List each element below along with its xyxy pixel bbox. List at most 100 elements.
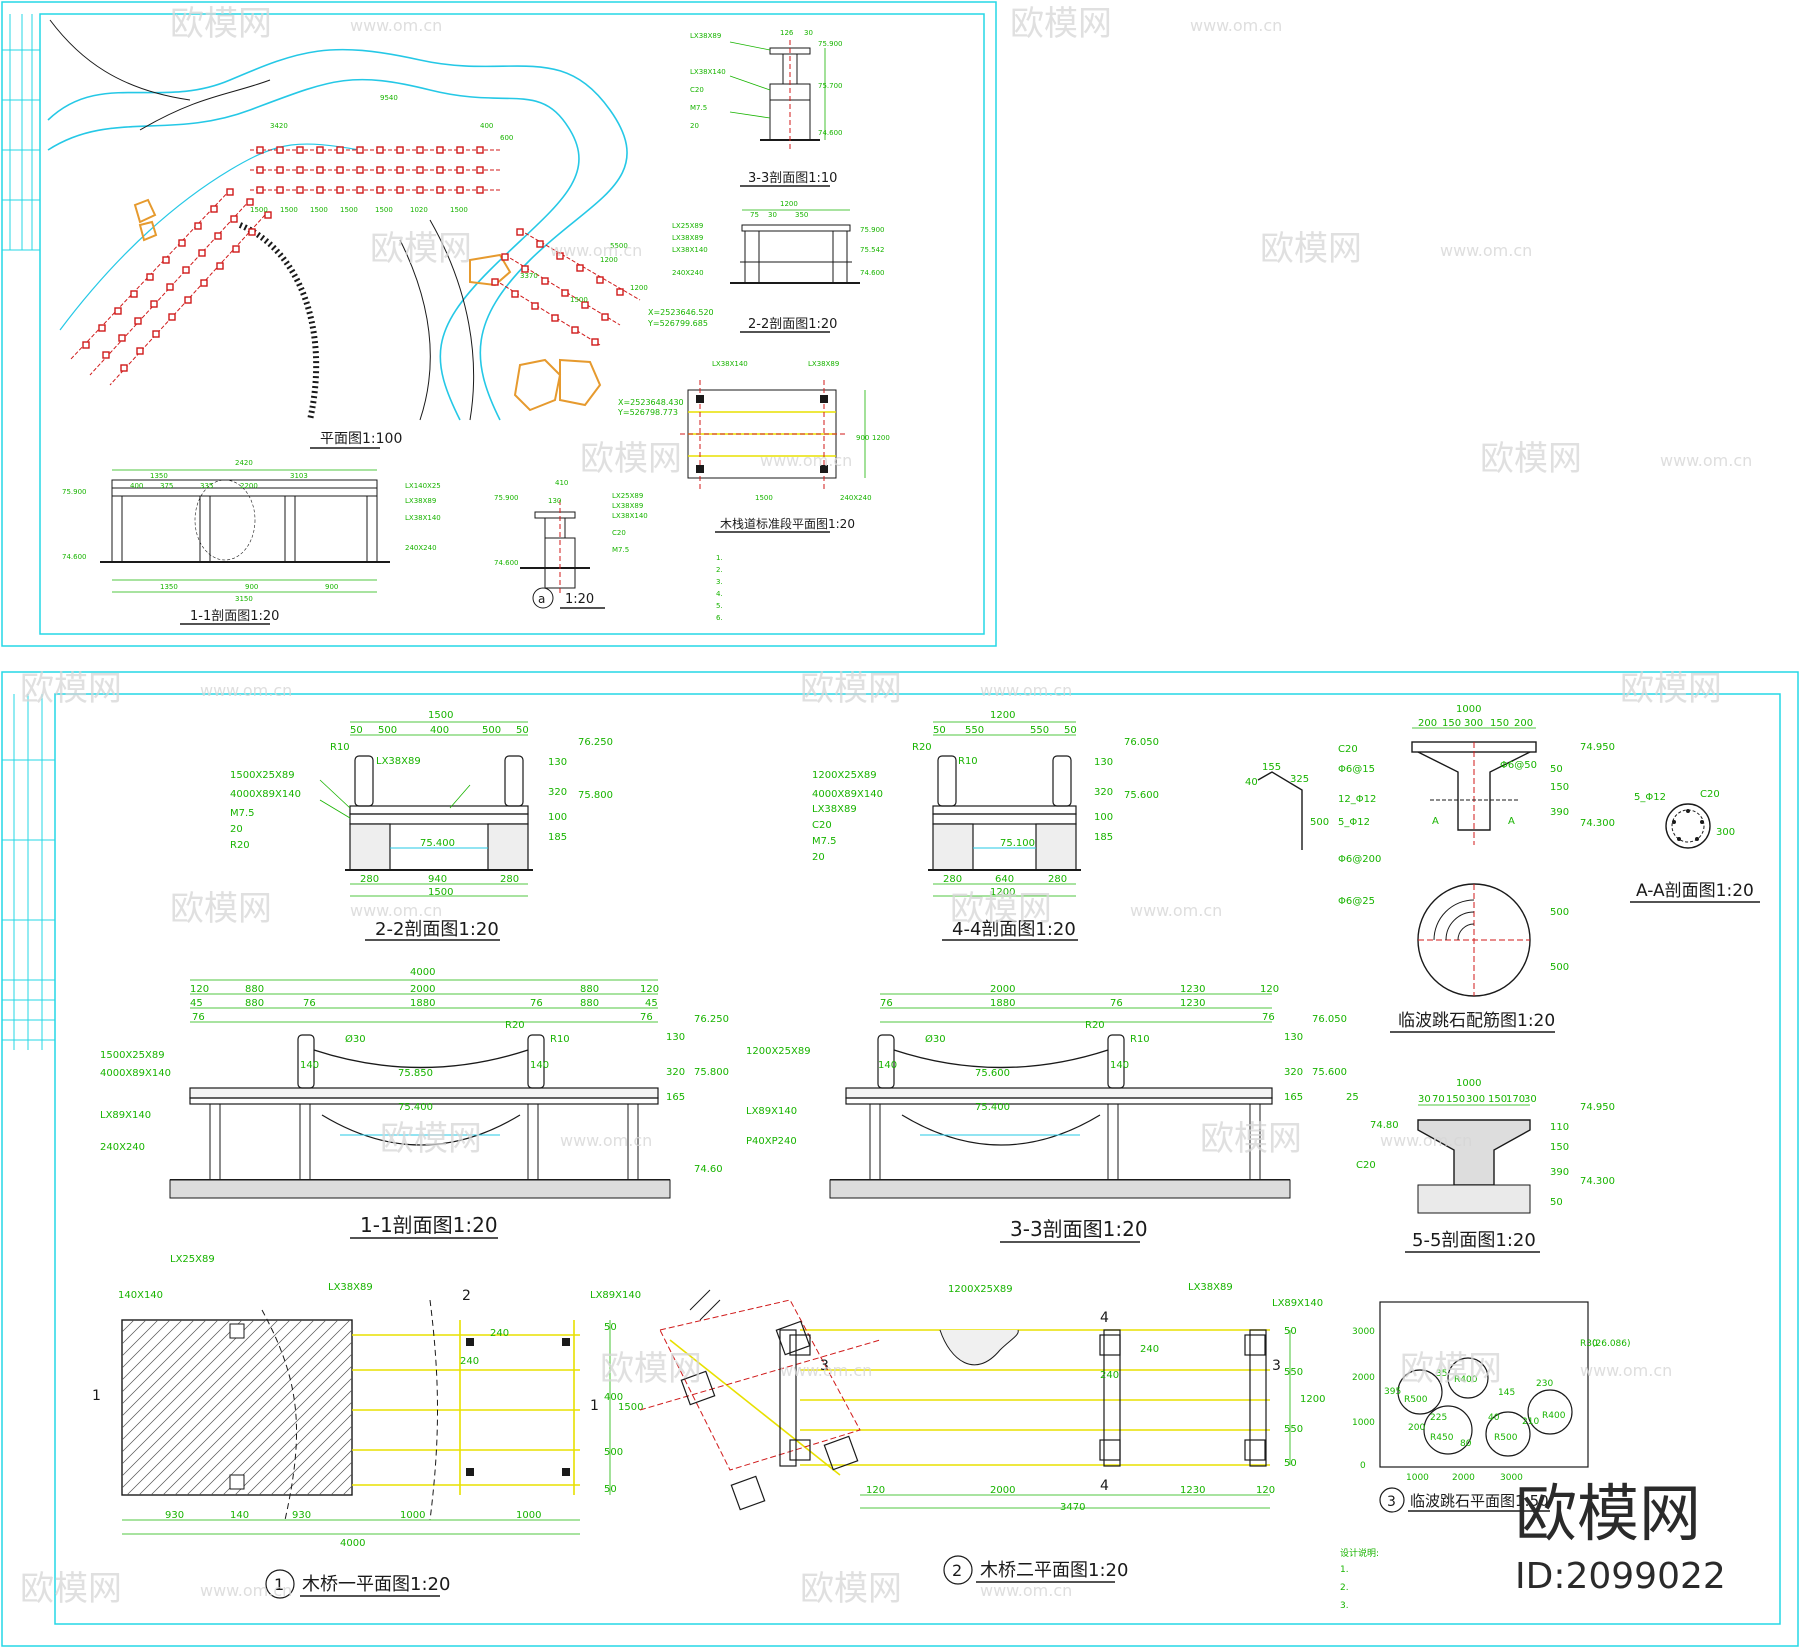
svg-text:3000: 3000: [1500, 1473, 1523, 1483]
boardwalk-post: [491, 278, 499, 286]
svg-text:50: 50: [1550, 764, 1563, 775]
svg-text:240X240: 240X240: [840, 494, 872, 502]
svg-text:R10: R10: [550, 1034, 570, 1045]
svg-text:76: 76: [640, 1012, 653, 1023]
rope-curve-1: [313, 1049, 529, 1069]
svg-text:2.: 2.: [716, 566, 723, 574]
boardwalk-post: [436, 166, 444, 174]
svg-text:280: 280: [1048, 874, 1067, 885]
svg-text:150: 150: [1446, 1094, 1465, 1105]
svg-text:1200X25X89: 1200X25X89: [812, 770, 877, 781]
svg-text:350: 350: [795, 211, 808, 219]
svg-text:欧模网: 欧模网: [20, 669, 122, 709]
svg-text:LX38X89: LX38X89: [672, 234, 703, 242]
svg-text:2000: 2000: [410, 984, 435, 995]
bridge-1-mark-circle: [265, 1569, 295, 1599]
plan-dimension: 1500: [310, 206, 328, 214]
svg-text:240X240: 240X240: [405, 544, 437, 552]
section-1-1-small: 2420 1350 3103 400 375 335 2200 75.900 7…: [62, 459, 441, 625]
sheet-1-title-strip: [2, 14, 40, 251]
svg-text:欧模网: 欧模网: [800, 669, 902, 709]
svg-text:76.050: 76.050: [1312, 1014, 1347, 1025]
boardwalk-post: [581, 301, 589, 309]
boardwalk-post: [214, 232, 222, 240]
svg-text:50: 50: [1284, 1458, 1297, 1469]
svg-text:www.om.cn: www.om.cn: [1440, 241, 1532, 260]
svg-text:1500: 1500: [755, 494, 773, 502]
road-curve-2: [429, 219, 475, 421]
svg-text:1000: 1000: [1456, 1078, 1481, 1089]
boardwalk-post: [216, 262, 224, 270]
svg-text:www.om.cn: www.om.cn: [200, 681, 292, 700]
boardwalk-post: [102, 351, 110, 359]
svg-text:www.om.cn: www.om.cn: [200, 1581, 292, 1600]
svg-text:5.: 5.: [716, 602, 723, 610]
svg-text:R500: R500: [1404, 1395, 1428, 1405]
boardwalk-post: [210, 205, 218, 213]
svg-text:4: 4: [1100, 1310, 1109, 1326]
svg-text:75.542: 75.542: [860, 246, 885, 254]
svg-text:Φ6@15: Φ6@15: [1338, 764, 1375, 775]
svg-text:880: 880: [580, 998, 599, 1009]
svg-text:欧模网: 欧模网: [20, 1569, 122, 1609]
svg-text:1500: 1500: [618, 1402, 643, 1413]
plan-dimension: 1200: [630, 284, 648, 292]
svg-text:390: 390: [1550, 807, 1569, 818]
svg-text:75.900: 75.900: [494, 494, 519, 502]
boardwalk-post: [521, 265, 529, 273]
plan-dimension: 400: [480, 122, 493, 130]
svg-text:75.100: 75.100: [1000, 838, 1035, 849]
svg-text:1500: 1500: [428, 887, 453, 898]
svg-text:M7.5: M7.5: [230, 808, 255, 819]
svg-text:2200: 2200: [240, 482, 258, 490]
boardwalk-post: [168, 313, 176, 321]
step-stone-section-5-5-title: 5-5剖面图1:20: [1412, 1230, 1536, 1251]
svg-text:www.om.cn: www.om.cn: [350, 16, 442, 35]
svg-text:74.300: 74.300: [1580, 1176, 1615, 1187]
svg-text:R500: R500: [1494, 1433, 1518, 1443]
bridge-1-deck: [121, 1319, 353, 1496]
svg-text:75.700: 75.700: [818, 82, 843, 90]
watermark-brand-large: 欧模网: [1515, 1477, 1701, 1550]
svg-text:300: 300: [1716, 827, 1735, 838]
svg-text:M7.5: M7.5: [812, 836, 837, 847]
section-2-2-small-title: 2-2剖面图1:20: [748, 317, 837, 332]
svg-text:1200: 1200: [1300, 1394, 1325, 1405]
boardwalk-post: [601, 313, 609, 321]
svg-text:74.950: 74.950: [1580, 742, 1615, 753]
svg-text:www.om.cn: www.om.cn: [980, 681, 1072, 700]
svg-text:3: 3: [820, 1358, 829, 1374]
bridge-1-plan-title: 木桥一平面图1:20: [302, 1574, 450, 1595]
svg-text:1880: 1880: [410, 998, 435, 1009]
svg-text:1500: 1500: [428, 710, 453, 721]
svg-text:欧模网: 欧模网: [1620, 669, 1722, 709]
svg-text:C20: C20: [1700, 789, 1720, 800]
svg-text:6.: 6.: [716, 614, 723, 622]
svg-text:1000: 1000: [1352, 1418, 1375, 1428]
boardwalk-posts-layer: [82, 146, 624, 372]
boardwalk-post: [531, 302, 539, 310]
svg-text:LX140X25: LX140X25: [405, 482, 441, 490]
svg-text:C20: C20: [690, 86, 704, 94]
svg-text:50: 50: [516, 725, 529, 736]
boardwalk-post: [436, 146, 444, 154]
boardwalk-post: [184, 296, 192, 304]
svg-text:1200X25X89: 1200X25X89: [948, 1284, 1013, 1295]
section-a-a: 5_Φ12 C20 300 A-A剖面图1:20: [1630, 789, 1760, 903]
svg-text:230: 230: [1536, 1379, 1553, 1389]
stepping-stone-plan-mark: 3: [1387, 1494, 1396, 1510]
svg-text:12_Φ12: 12_Φ12: [1338, 794, 1376, 805]
svg-text:LX38X89: LX38X89: [690, 32, 721, 40]
boardwalk-post: [416, 146, 424, 154]
svg-text:www.om.cn: www.om.cn: [1130, 901, 1222, 920]
svg-text:欧模网: 欧模网: [380, 1119, 482, 1159]
svg-text:www.om.cn: www.om.cn: [1580, 1361, 1672, 1380]
svg-text:170: 170: [1506, 1094, 1525, 1105]
svg-text:www.om.cn: www.om.cn: [1380, 1131, 1472, 1150]
